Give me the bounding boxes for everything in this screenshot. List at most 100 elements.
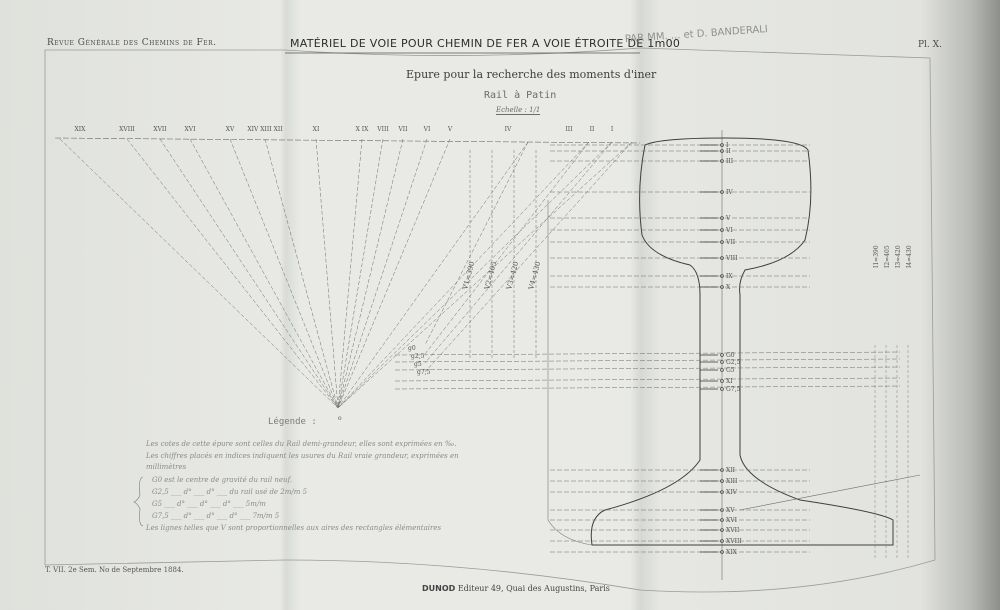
ray-label: XIX xyxy=(75,126,87,133)
section-line xyxy=(394,358,901,363)
g-label: g5 xyxy=(414,361,422,368)
section-point xyxy=(720,508,724,512)
section-point xyxy=(720,274,724,278)
legend-line: Les chiffres placés en indices indiquent… xyxy=(146,452,459,460)
legend-line: G7,5 ___ d° ___ d° ___ d° ___ 7m/m 5 xyxy=(152,512,280,520)
section-line xyxy=(394,377,901,382)
ray-label: XVIII xyxy=(119,126,135,133)
ray-label: XI xyxy=(313,126,320,133)
legend-line: Les cotes de cette épure sont celles du … xyxy=(146,440,457,448)
funicular-ray xyxy=(315,138,339,409)
section-point xyxy=(720,240,724,244)
wear-outline xyxy=(547,200,593,546)
funicular-ray xyxy=(189,138,339,409)
section-label: XVIII xyxy=(726,538,742,545)
ray-label: VII xyxy=(397,126,408,133)
section-label: VI xyxy=(725,227,733,234)
section-point xyxy=(720,143,724,147)
section-point xyxy=(720,353,724,357)
ray-label: X IX xyxy=(356,126,370,133)
section-label: V xyxy=(725,215,731,222)
inertia-label: I3=420 xyxy=(895,245,902,268)
section-point xyxy=(720,550,724,554)
funicular-ray xyxy=(337,138,384,409)
funicular-ray xyxy=(337,141,613,409)
ray-label: II xyxy=(590,126,595,133)
section-label: VIII xyxy=(725,255,738,262)
section-line xyxy=(394,385,901,390)
legend-line: G0 est le centre de gravité du rail neuf… xyxy=(152,476,293,484)
funicular-ray xyxy=(229,138,339,409)
ray-label: XVII xyxy=(153,126,167,133)
section-line xyxy=(394,366,901,371)
tangent-line xyxy=(739,474,921,511)
ray-label: IV xyxy=(505,126,512,133)
section-point xyxy=(720,490,724,494)
ray-baseline xyxy=(54,137,641,144)
section-label: XVI xyxy=(726,517,738,524)
section-point xyxy=(720,539,724,543)
section-point xyxy=(720,528,724,532)
g-label: g0 xyxy=(408,345,416,352)
funicular-ray xyxy=(59,138,339,409)
funicular-ray xyxy=(159,138,339,409)
legend-line: millimètres xyxy=(146,463,187,471)
ray-label: I xyxy=(611,126,614,133)
section-label: XI xyxy=(726,378,733,385)
funicular-ray xyxy=(337,141,529,409)
section-label: XIX xyxy=(726,549,738,556)
section-point xyxy=(720,468,724,472)
section-label: G0 xyxy=(726,352,735,359)
plate-border xyxy=(44,47,936,593)
inertia-label: I4=430 xyxy=(906,245,913,268)
section-line xyxy=(394,351,901,356)
section-label: XIII xyxy=(726,478,738,485)
drawing-scale: Echelle : 1/1 xyxy=(496,106,541,115)
drawing-subtitle: Rail à Patin xyxy=(484,90,557,101)
section-point xyxy=(720,387,724,391)
section-label: G7,5 xyxy=(726,386,741,393)
ray-label: V xyxy=(447,126,453,133)
moment-label: V3=420 xyxy=(505,261,520,292)
legend-title: Légende : xyxy=(268,417,317,427)
section-point xyxy=(720,368,724,372)
section-point xyxy=(720,149,724,153)
inertia-label: I2=405 xyxy=(884,245,891,268)
legend-line: G2,5 ___ d° ___ d° ___ du rail usé de 2m… xyxy=(152,488,308,496)
inertia-label: I1=390 xyxy=(873,245,880,268)
pole-label: o xyxy=(338,415,342,422)
funicular-ray xyxy=(424,141,633,373)
section-label: II xyxy=(726,148,731,155)
section-label: XVII xyxy=(726,527,740,534)
funicular-ray xyxy=(337,141,633,409)
g-label: g2,5 xyxy=(411,353,425,360)
publisher-name: DUNOD xyxy=(422,584,456,593)
section-label: G2,5 xyxy=(726,359,741,366)
drawing-title: Epure pour la recherche des moments d'in… xyxy=(406,68,657,81)
ray-label: XVI xyxy=(185,126,197,133)
section-label: X xyxy=(726,284,731,291)
rail-profile xyxy=(590,137,894,546)
section-label: III xyxy=(726,158,734,165)
ray-label: VIII xyxy=(376,126,389,133)
funicular-ray xyxy=(337,138,363,409)
funicular-ray xyxy=(126,138,339,409)
ray-label: VI xyxy=(423,126,431,133)
g-label: g7,5 xyxy=(417,369,431,376)
funicular-ray xyxy=(424,141,529,346)
section-label: XV xyxy=(726,507,735,514)
section-point xyxy=(720,159,724,163)
section-label: IX xyxy=(726,273,733,280)
funicular-ray xyxy=(337,138,404,409)
section-label: I xyxy=(726,142,729,149)
journal-name: Revue Générale des Chemins de Fer. xyxy=(47,38,217,48)
section-point xyxy=(720,190,724,194)
issue-info: T. VII. 2e Sem. No de Septembre 1884. xyxy=(45,566,184,574)
section-point xyxy=(720,518,724,522)
section-point xyxy=(720,379,724,383)
plate-number: Pl. X. xyxy=(918,40,942,50)
section-point xyxy=(720,256,724,260)
section-label: XIV xyxy=(726,489,738,496)
